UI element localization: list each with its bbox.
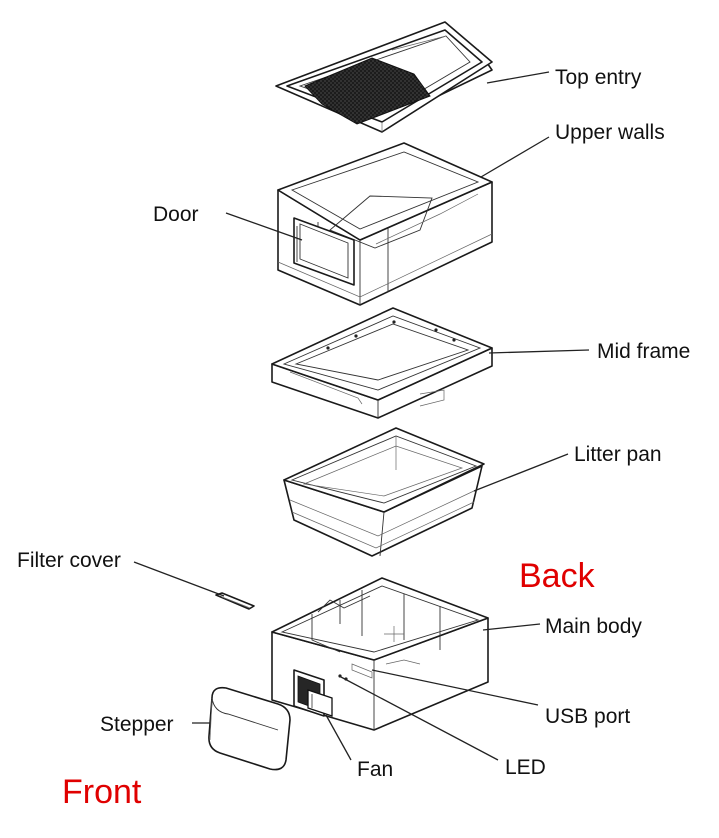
label-top-entry: Top entry xyxy=(555,66,642,89)
label-main-body: Main body xyxy=(545,615,642,638)
label-front: Front xyxy=(62,773,142,811)
stepper-part xyxy=(208,686,291,771)
leader-litter-pan xyxy=(473,453,569,492)
filter-pad xyxy=(304,57,431,125)
upper-walls-part xyxy=(277,142,493,306)
mid-frame-part xyxy=(271,307,493,419)
label-back: Back xyxy=(519,557,596,595)
label-litter-pan: Litter pan xyxy=(574,443,662,466)
leader-lines xyxy=(133,71,590,761)
door-part xyxy=(293,217,355,286)
label-upper-walls: Upper walls xyxy=(555,121,665,144)
leader-mid-frame xyxy=(488,349,590,354)
leader-filter-cover xyxy=(133,561,225,597)
leader-usb-port xyxy=(371,669,539,706)
led-indicator xyxy=(338,674,342,678)
top-entry-part xyxy=(275,21,493,133)
label-usb-port: USB port xyxy=(545,705,630,728)
label-door: Door xyxy=(153,203,199,226)
leader-top-entry xyxy=(486,71,550,84)
label-filter-cover: Filter cover xyxy=(17,549,121,572)
leader-door xyxy=(225,212,303,241)
fan-part xyxy=(293,669,333,717)
leader-led xyxy=(340,676,499,761)
leader-upper-walls xyxy=(480,136,550,178)
litter-pan-part xyxy=(283,427,485,557)
leader-fan xyxy=(325,714,352,761)
label-fan: Fan xyxy=(357,758,393,781)
label-mid-frame: Mid frame xyxy=(597,340,690,363)
filter-cover-part xyxy=(215,592,255,610)
label-stepper: Stepper xyxy=(100,713,174,736)
main-body-part xyxy=(271,577,489,731)
label-led: LED xyxy=(505,756,546,779)
leader-main-body xyxy=(482,623,541,631)
